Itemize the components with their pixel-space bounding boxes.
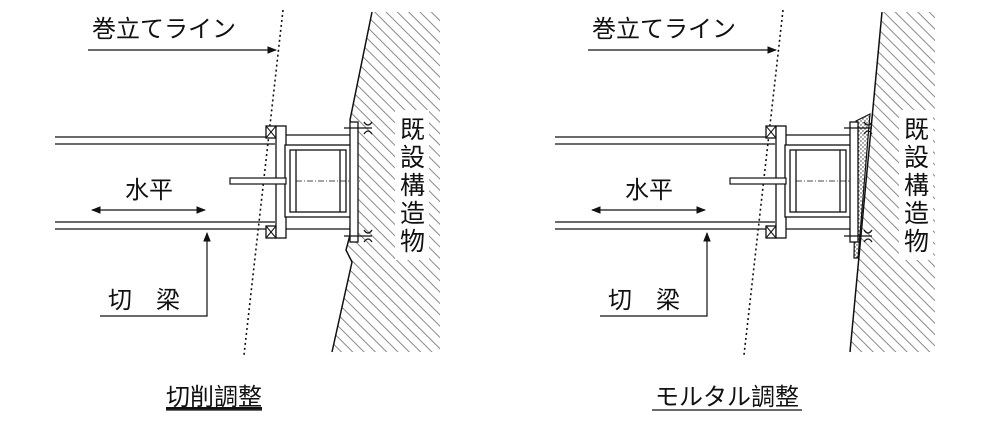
structure-label-char: 既 [400,115,425,144]
beam-label: 切 梁 [608,286,680,314]
anchor-bolts [844,121,873,243]
existing-structure [332,12,440,352]
jack-rod [229,177,287,185]
winding-line-label: 巻立てライン [92,15,236,43]
structure-label-char: 構 [400,171,425,200]
plate-cross-marks [265,125,277,239]
panel-cutting [55,9,440,356]
plate-cross-marks [765,125,777,239]
horizontal-label: 水平 [125,176,173,204]
structure-label-char: 構 [904,171,929,200]
structure-label-char: 造 [904,199,929,228]
structure-label-char: 造 [400,199,425,228]
horizontal-label: 水平 [625,176,673,204]
panel-mortar [555,9,935,356]
structure-label-char: 設 [904,143,929,172]
structure-label: 既 設 構 造 物 [904,115,929,256]
structure-label-char: 物 [400,227,425,256]
beam-leader [600,232,711,317]
strut-beam [55,136,275,230]
structure-label-bg [395,110,429,260]
winding-line-label: 巻立てライン [592,15,736,43]
structure-label-char: 既 [904,115,929,144]
caption-cutting: 切削調整 [166,383,262,411]
structure-edge [849,11,883,353]
beam-label: 切 梁 [108,286,180,314]
jack-rod [729,177,787,185]
existing-structure [850,12,935,352]
beam-leader [100,232,211,317]
structure-label: 既 設 構 造 物 [400,115,425,256]
caption-mortar: モルタル調整 [655,383,799,411]
structure-label-char: 物 [904,227,929,256]
structure-label-char: 設 [400,143,425,172]
structure-label-bg [899,110,933,260]
strut-beam [555,136,775,230]
anchor-bolts [344,121,373,243]
